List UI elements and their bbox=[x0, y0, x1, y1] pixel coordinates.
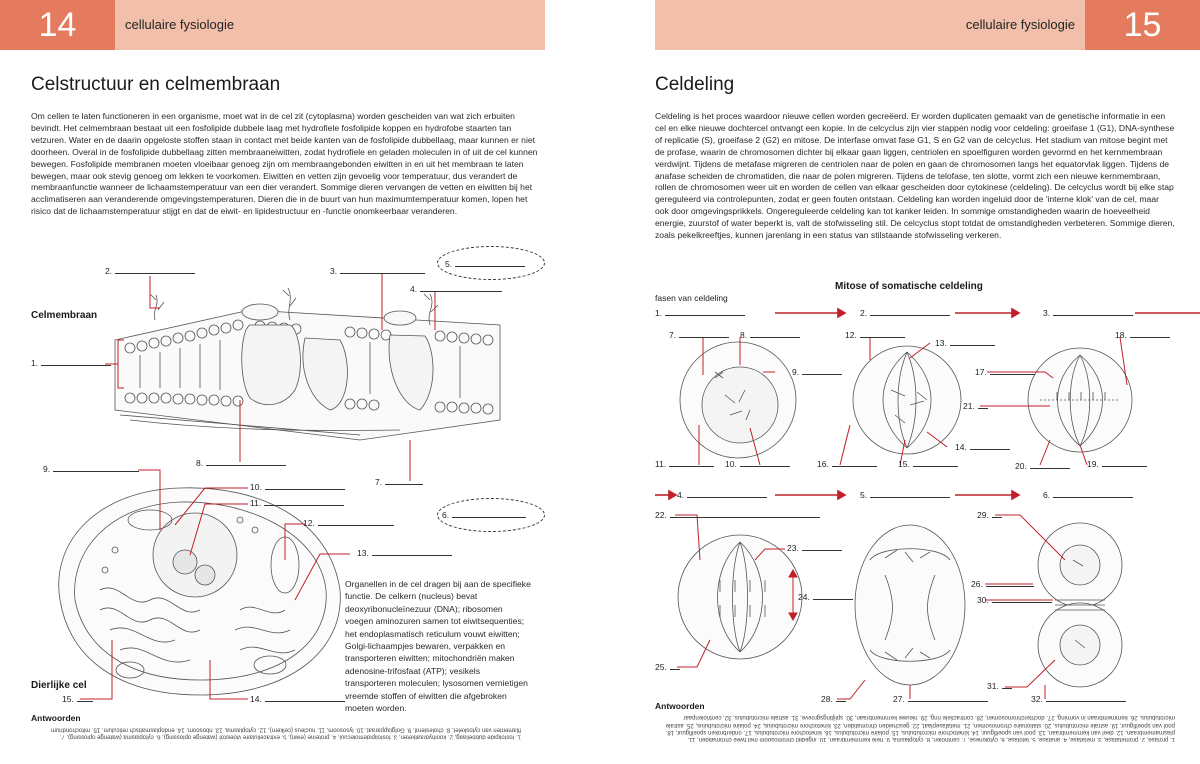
label-4[interactable]: 4. bbox=[410, 284, 503, 294]
organelles-text: Organellen in de cel dragen bij aan de s… bbox=[345, 579, 531, 714]
label-3[interactable]: 3. bbox=[330, 266, 426, 276]
label-12[interactable]: 12. bbox=[845, 330, 905, 340]
label-18[interactable]: 18. bbox=[1115, 330, 1170, 340]
phase-2[interactable]: 2. bbox=[860, 308, 951, 318]
label-31[interactable]: 31. bbox=[987, 681, 1012, 691]
label-23[interactable]: 23. bbox=[787, 543, 842, 553]
page-number: 14 bbox=[0, 0, 115, 50]
section-title: Celdeling bbox=[655, 74, 735, 95]
phase-5[interactable]: 5. bbox=[860, 490, 951, 500]
label-26[interactable]: 26. bbox=[971, 579, 1034, 589]
phase-1[interactable]: 1. bbox=[655, 308, 746, 318]
label-7[interactable]: 7. bbox=[375, 477, 424, 487]
label-27[interactable]: 27. bbox=[893, 694, 988, 704]
label-15[interactable]: 15. bbox=[62, 694, 93, 704]
label-9[interactable]: 9. bbox=[43, 464, 140, 474]
label-30[interactable]: 30. bbox=[977, 595, 1052, 605]
intro-text: Om cellen te laten functioneren in een o… bbox=[31, 111, 538, 217]
label-29[interactable]: 29. bbox=[977, 510, 1002, 520]
answers-title: Antwoorden bbox=[655, 701, 705, 711]
diagram-title: Mitose of somatische celdeling bbox=[835, 281, 983, 292]
label-25[interactable]: 25. bbox=[655, 662, 680, 672]
answers-text: 1. profase, 2. prometafase, 3. metafase,… bbox=[665, 714, 1175, 742]
phase-6[interactable]: 6. bbox=[1043, 490, 1134, 500]
phase-3[interactable]: 3. bbox=[1043, 308, 1134, 318]
label-21[interactable]: 21. bbox=[963, 401, 988, 411]
label-16[interactable]: 16. bbox=[817, 459, 877, 469]
label-28[interactable]: 28. bbox=[821, 694, 846, 704]
answers-title: Antwoorden bbox=[31, 713, 81, 723]
intro-text: Celdeling is het proces waardoor nieuwe … bbox=[655, 111, 1175, 241]
header-label: cellulaire fysiologie bbox=[965, 17, 1075, 32]
label-24[interactable]: 24. bbox=[798, 592, 853, 602]
phases-label: fasen van celdeling bbox=[655, 293, 728, 303]
membrane-illustration bbox=[114, 287, 501, 441]
label-20[interactable]: 20. bbox=[1015, 461, 1070, 471]
label-7[interactable]: 7. bbox=[669, 330, 730, 340]
section-title: Celstructuur en celmembraan bbox=[31, 74, 281, 95]
label-1[interactable]: 1. bbox=[31, 358, 112, 368]
phase-4[interactable]: 4. bbox=[677, 490, 768, 500]
answers-text: 1. fosfolipide dubbellaag, 2. koolhydraa… bbox=[50, 726, 521, 740]
label-8[interactable]: 8. bbox=[740, 330, 801, 340]
label-5[interactable]: 5. bbox=[445, 259, 526, 269]
label-2[interactable]: 2. bbox=[105, 266, 196, 276]
book-gutter bbox=[545, 0, 655, 764]
label-11[interactable]: 11. bbox=[250, 498, 345, 508]
answer-oval-5 bbox=[437, 246, 545, 280]
label-13[interactable]: 13. bbox=[357, 548, 452, 558]
label-12[interactable]: 12. bbox=[303, 518, 394, 528]
label-11[interactable]: 11. bbox=[655, 459, 715, 469]
page-left: 14 cellulaire fysiologie Celstructuur en… bbox=[0, 0, 545, 764]
label-10[interactable]: 10. bbox=[250, 482, 345, 492]
label-14[interactable]: 14. bbox=[250, 694, 345, 704]
mitosis-illustration bbox=[655, 307, 1200, 700]
label-32[interactable]: 32. bbox=[1031, 694, 1126, 704]
leader-lines-left bbox=[80, 274, 436, 700]
cell-label: Dierlijke cel bbox=[31, 680, 87, 691]
label-10[interactable]: 10. bbox=[725, 459, 790, 469]
page-number: 15 bbox=[1085, 0, 1200, 50]
label-15[interactable]: 15. bbox=[898, 459, 958, 469]
label-14[interactable]: 14. bbox=[955, 442, 1010, 452]
animal-cell-illustration bbox=[58, 487, 341, 696]
label-22[interactable]: 22. bbox=[655, 510, 820, 520]
label-6[interactable]: 6. bbox=[442, 510, 527, 520]
label-13[interactable]: 13. bbox=[935, 338, 995, 348]
label-9[interactable]: 9. bbox=[792, 367, 843, 377]
answer-oval-6 bbox=[437, 498, 545, 532]
membrane-label: Celmembraan bbox=[31, 310, 98, 321]
page-right: 15 cellulaire fysiologie Celdeling Celde… bbox=[655, 0, 1200, 764]
header-label: cellulaire fysiologie bbox=[125, 17, 235, 32]
label-19[interactable]: 19. bbox=[1087, 459, 1147, 469]
label-8[interactable]: 8. bbox=[196, 458, 287, 468]
label-17[interactable]: 17. bbox=[975, 367, 1035, 377]
